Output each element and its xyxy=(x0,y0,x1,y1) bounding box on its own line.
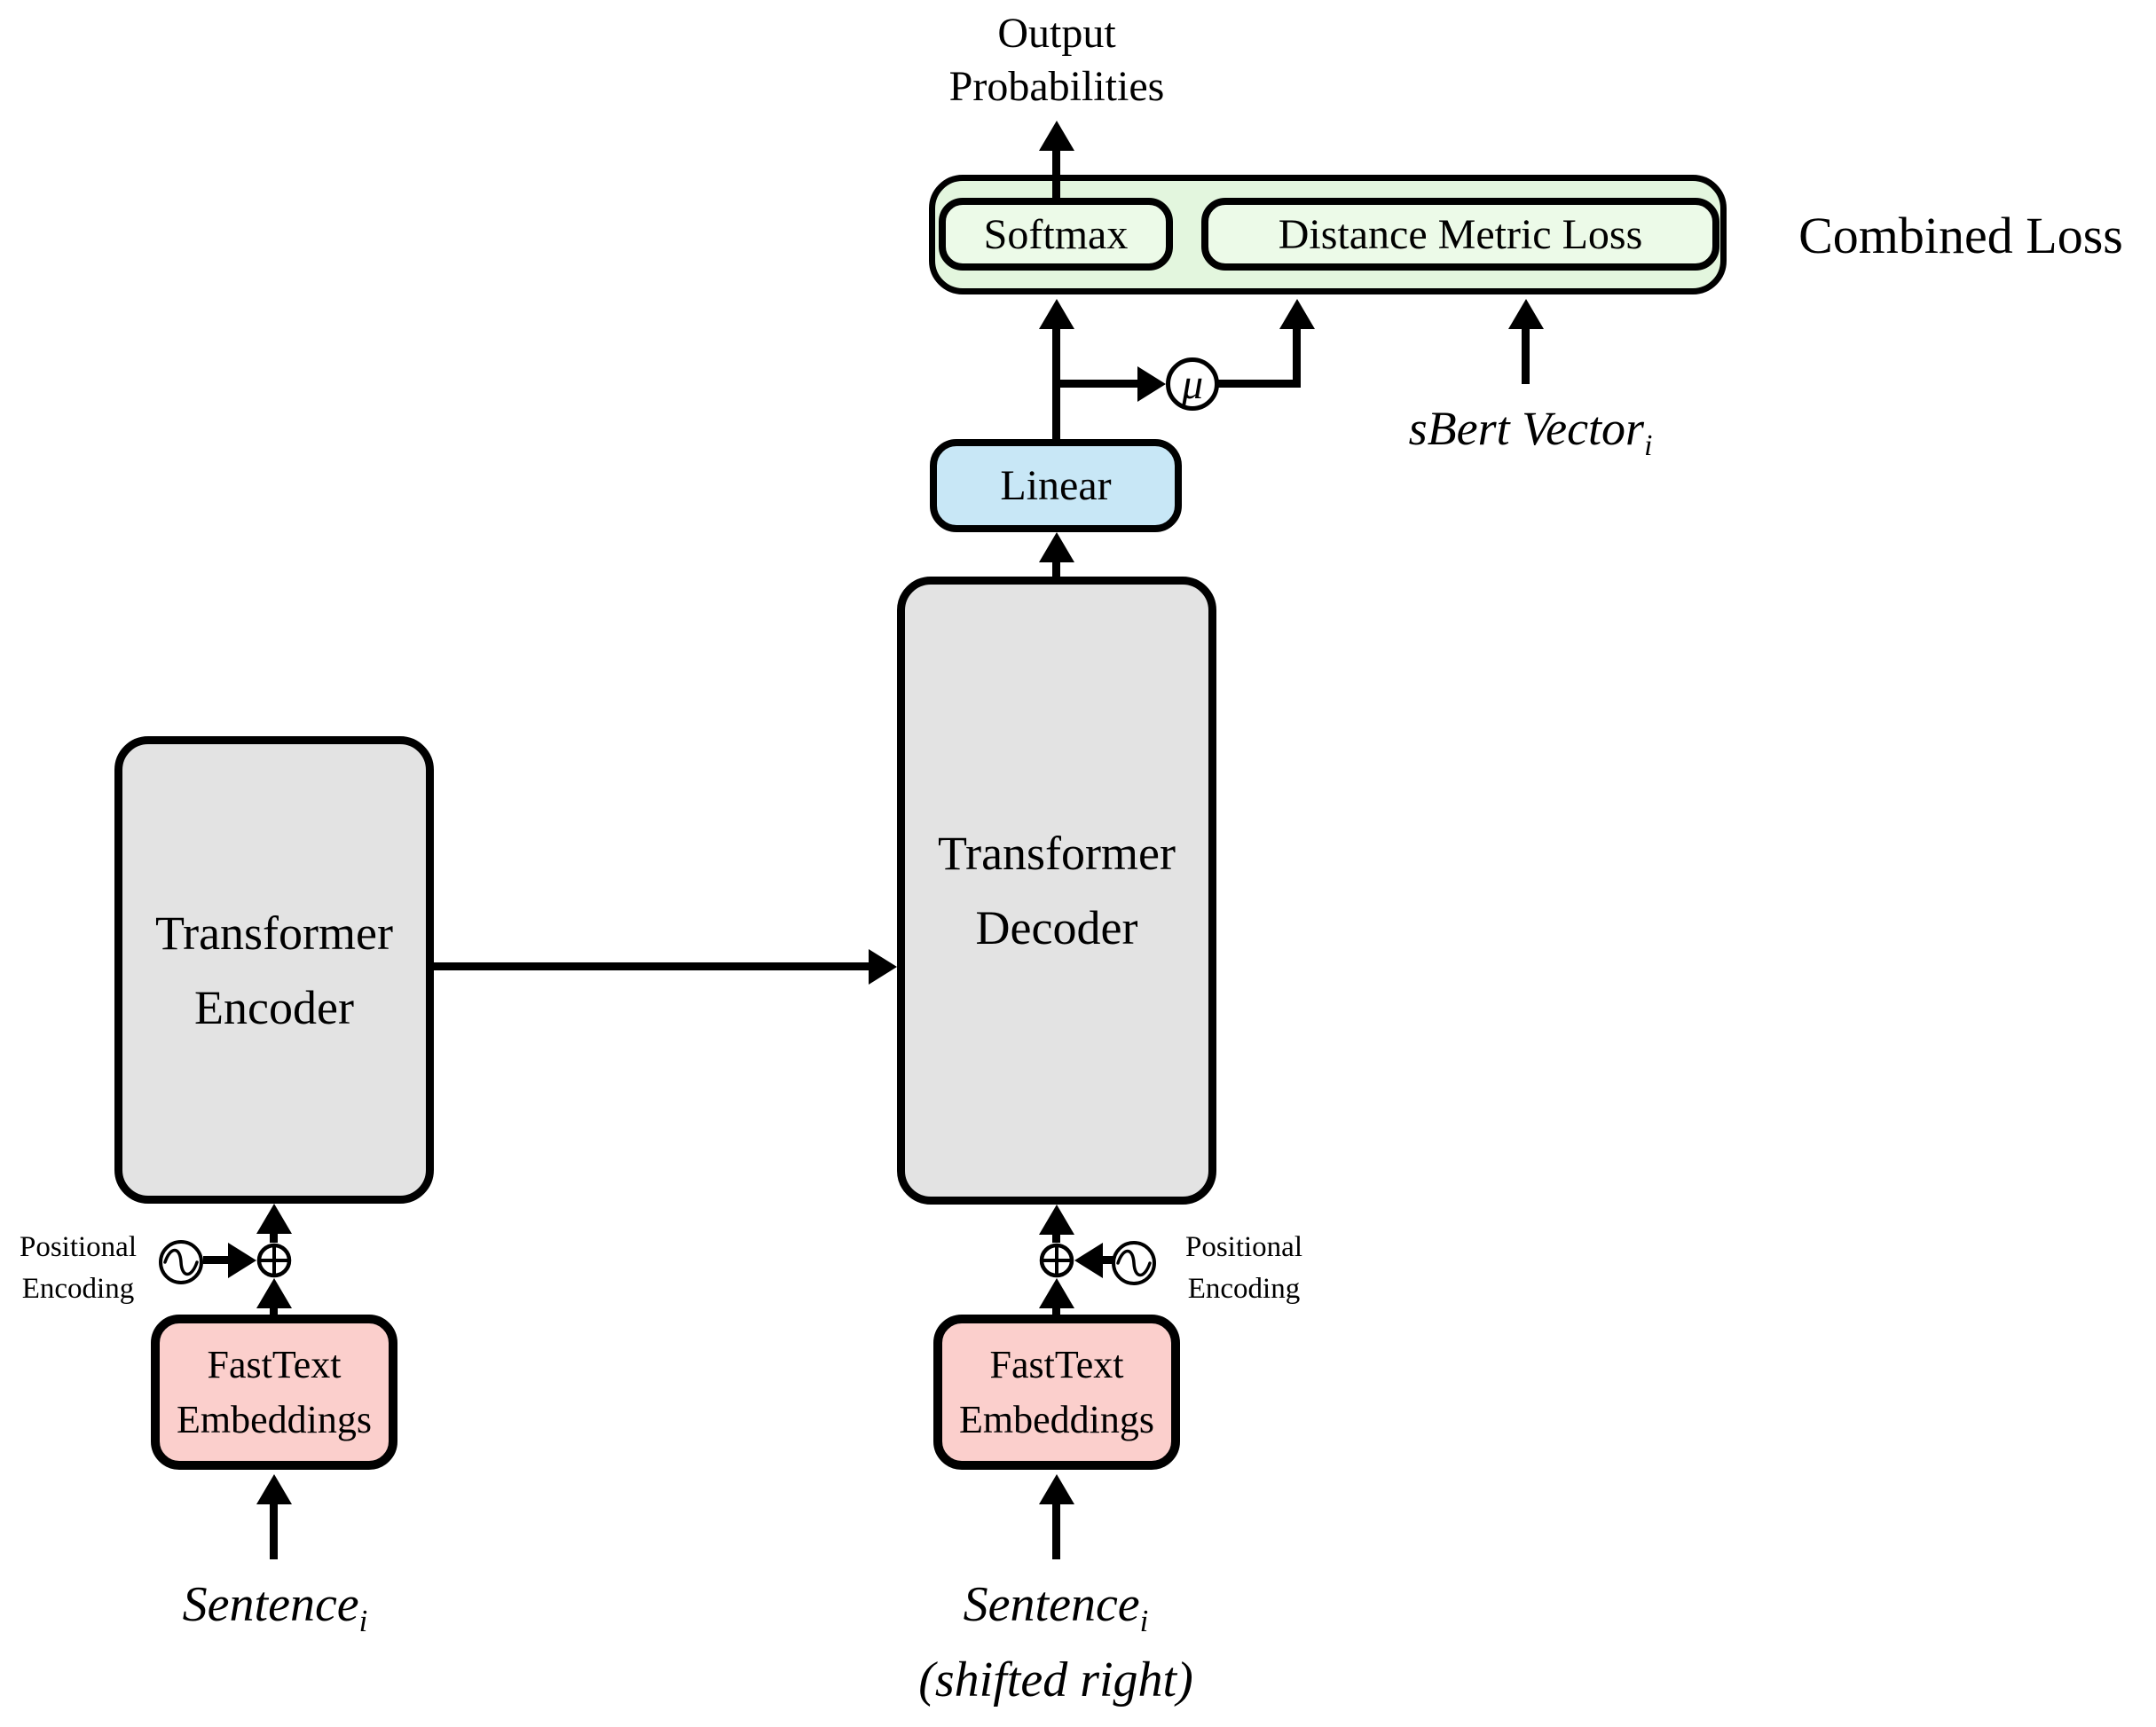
positional-encoding-icon-decoder xyxy=(1111,1240,1157,1291)
arrow-sentence-encoder-line xyxy=(270,1501,278,1559)
arrow-sbert-to-loss-line xyxy=(1522,324,1530,384)
combined-loss-label: Combined Loss xyxy=(1798,207,2123,264)
sentence-shifted-label: Sentencei (shifted right) xyxy=(834,1575,1278,1709)
arrow-output-line xyxy=(1052,145,1060,199)
softmax-box: Softmax xyxy=(939,198,1173,271)
output-probabilities-label: Output Probabilities xyxy=(948,10,1165,110)
arrow-sine-to-plus-decoder-line xyxy=(1099,1256,1113,1264)
arrow-plus-to-encoder-line xyxy=(270,1230,278,1243)
arrow-embed-to-plus-decoder-line xyxy=(1052,1305,1060,1315)
arrow-sentence-decoder-head xyxy=(1039,1474,1074,1504)
arrow-encoder-to-decoder-line xyxy=(434,962,872,970)
positional-encoding-icon-encoder xyxy=(158,1239,204,1290)
sbert-vector-label: sBert Vectori xyxy=(1408,402,1653,462)
arrow-embed-to-plus-encoder-head xyxy=(256,1278,292,1308)
distance-metric-loss-label: Distance Metric Loss xyxy=(1278,210,1643,258)
branch-to-mu-head xyxy=(1137,366,1166,402)
mu-label: μ xyxy=(1181,360,1204,408)
distance-metric-loss-box: Distance Metric Loss xyxy=(1201,198,1719,271)
branch-to-mu-line xyxy=(1057,380,1138,388)
add-icon-encoder xyxy=(256,1243,292,1283)
fasttext-embeddings-box-decoder: FastText Embeddings xyxy=(933,1315,1180,1470)
transformer-encoder-box: Transformer Encoder xyxy=(114,736,434,1204)
fasttext-embeddings-box-encoder: FastText Embeddings xyxy=(151,1315,397,1470)
softmax-label: Softmax xyxy=(983,210,1129,258)
transformer-decoder-box: Transformer Decoder xyxy=(897,577,1216,1205)
mu-mean-icon: μ xyxy=(1166,357,1219,411)
arrow-linear-to-loss-line xyxy=(1052,324,1060,440)
arrow-mu-to-loss-head xyxy=(1279,299,1315,329)
arrow-sentence-decoder-line xyxy=(1052,1501,1060,1559)
arrow-plus-to-decoder-line xyxy=(1052,1231,1060,1243)
linear-label: Linear xyxy=(1000,462,1112,509)
arrow-plus-to-encoder-head xyxy=(256,1204,292,1234)
mu-out-line xyxy=(1217,380,1301,388)
mu-up-line xyxy=(1293,324,1301,388)
arrow-plus-to-decoder-head xyxy=(1039,1205,1074,1235)
add-icon-decoder xyxy=(1039,1243,1074,1283)
positional-encoding-label-encoder: Positional Encoding xyxy=(19,1231,138,1305)
arrow-decoder-to-linear-line xyxy=(1052,557,1060,577)
sentence-shifted-note: (shifted right) xyxy=(918,1652,1193,1708)
arrow-sine-to-plus-encoder-line xyxy=(203,1256,232,1264)
arrow-sentence-encoder-head xyxy=(256,1474,292,1504)
arrow-embed-to-plus-encoder-line xyxy=(270,1305,278,1315)
sentence-input-label: Sentencei xyxy=(182,1577,368,1639)
arrow-sine-to-plus-encoder-head xyxy=(228,1243,256,1278)
positional-encoding-label-decoder: Positional Encoding xyxy=(1184,1231,1303,1305)
arrow-embed-to-plus-decoder-head xyxy=(1039,1278,1074,1308)
arrow-sine-to-plus-decoder-head xyxy=(1074,1243,1103,1278)
linear-box: Linear xyxy=(930,439,1182,532)
arrow-encoder-to-decoder-head xyxy=(869,949,897,985)
